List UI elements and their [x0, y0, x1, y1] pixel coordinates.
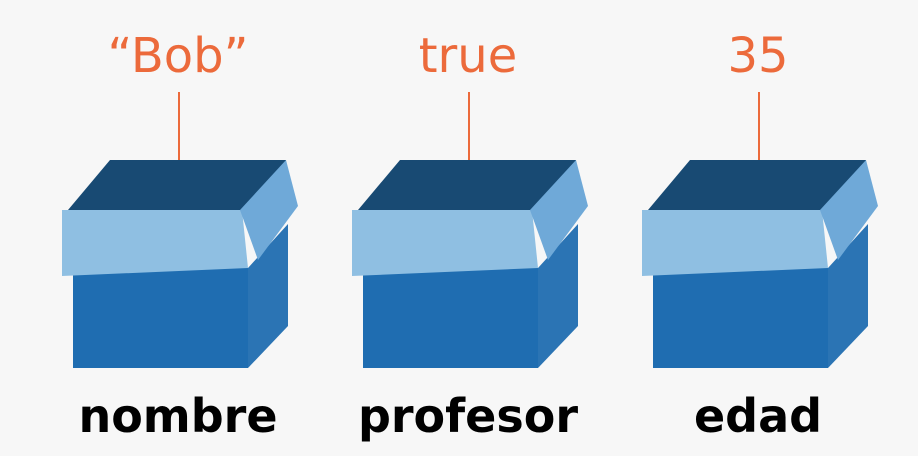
value-pointer-line — [468, 92, 470, 206]
variable-name: nombre — [78, 389, 278, 443]
value-pointer-line — [178, 92, 180, 206]
value-label: “Bob” — [107, 28, 249, 84]
box-icon — [352, 160, 588, 368]
variable-name: edad — [693, 389, 823, 443]
box-icon — [642, 160, 878, 368]
variable-profesor: true profesor — [338, 0, 598, 456]
variable-edad: 35 edad — [628, 0, 888, 456]
variable-nombre: “Bob” nombre — [48, 0, 308, 456]
value-pointer-line — [758, 92, 760, 206]
value-label: 35 — [727, 28, 789, 84]
box-icon — [62, 160, 298, 368]
value-label: true — [418, 28, 518, 84]
variable-name: profesor — [357, 389, 579, 443]
